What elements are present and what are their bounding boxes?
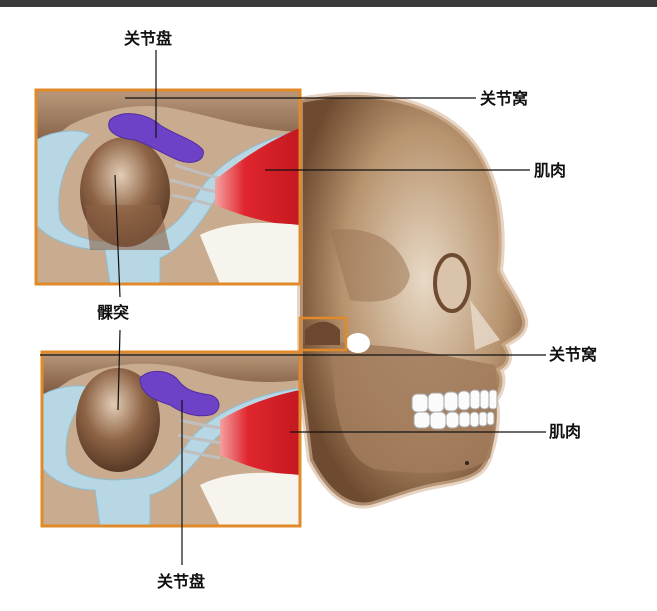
inset-frame [34, 88, 302, 286]
label-fossa-top: 关节窝 [480, 89, 529, 108]
muscle [220, 390, 300, 475]
label-articular-disc-bottom: 关节盘 [157, 572, 206, 591]
label-muscle-top: 肌肉 [534, 161, 567, 180]
label-condyle: 髁突 [97, 303, 130, 322]
muscle [215, 128, 300, 225]
top-bar [0, 0, 657, 7]
tmj-highlight-box [298, 316, 348, 352]
inset-closed-mouth [34, 88, 302, 286]
label-articular-disc-top: 关节盘 [124, 29, 173, 48]
leader-lines [40, 50, 546, 565]
label-muscle-bottom: 肌肉 [549, 422, 582, 441]
label-fossa-bottom: 关节窝 [549, 345, 598, 364]
skull [297, 91, 529, 509]
articular-disc [139, 371, 220, 417]
teeth [411, 389, 498, 430]
inset-open-mouth [40, 350, 302, 528]
inset-frame [40, 350, 302, 528]
